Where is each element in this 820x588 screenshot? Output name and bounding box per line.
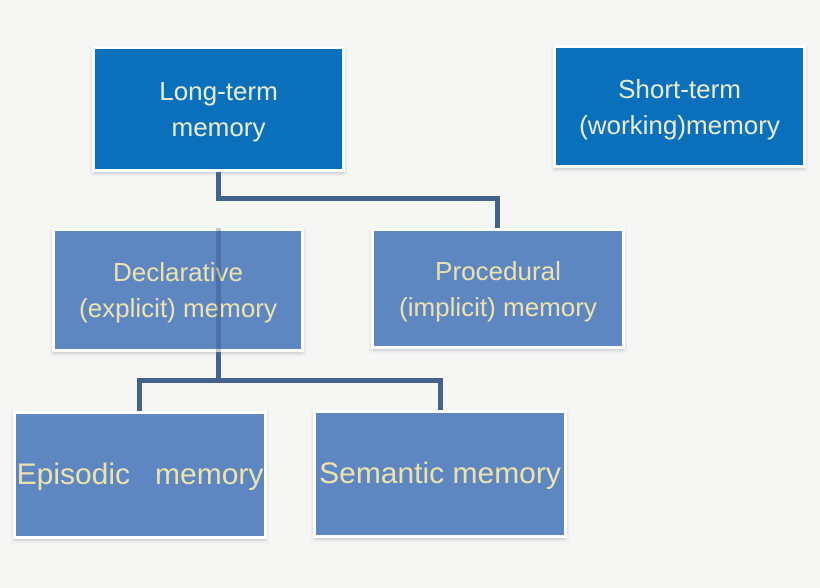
- node-label-line: (working)memory: [579, 109, 780, 140]
- connector-level2-horizontal: [216, 196, 500, 201]
- node-label-line: Long-term: [159, 76, 278, 106]
- node-episodic-memory: Episodic memory: [13, 411, 267, 539]
- node-label-line: Procedural: [435, 255, 561, 286]
- node-label-line: Semantic memory: [319, 457, 561, 490]
- connector-procedural-drop: [495, 196, 500, 229]
- node-semantic-memory: Semantic memory: [313, 410, 567, 538]
- node-label-line: Episodic memory: [16, 458, 264, 491]
- node-label-line: Declarative: [112, 257, 244, 287]
- connector-longterm-trunk: [216, 171, 221, 198]
- node-label-line: (implicit) memory: [399, 291, 597, 322]
- node-label-line: (explicit) memory: [79, 293, 277, 323]
- connector-episodic-drop: [137, 378, 142, 412]
- node-declarative-memory: Declarative (explicit) memory: [52, 228, 304, 352]
- node-label-line: Short-term: [618, 73, 741, 104]
- connector-declarative-trunk: [216, 351, 221, 383]
- connector-semantic-drop: [438, 378, 443, 411]
- node-long-term-memory: Long-term memory: [92, 46, 345, 172]
- connector-through-declarative: [216, 228, 221, 352]
- node-short-term-memory: Short-term (working)memory: [553, 45, 806, 168]
- node-procedural-memory: Procedural (implicit) memory: [371, 228, 625, 349]
- connector-level3-horizontal: [137, 378, 443, 383]
- node-label-line: memory: [171, 112, 266, 142]
